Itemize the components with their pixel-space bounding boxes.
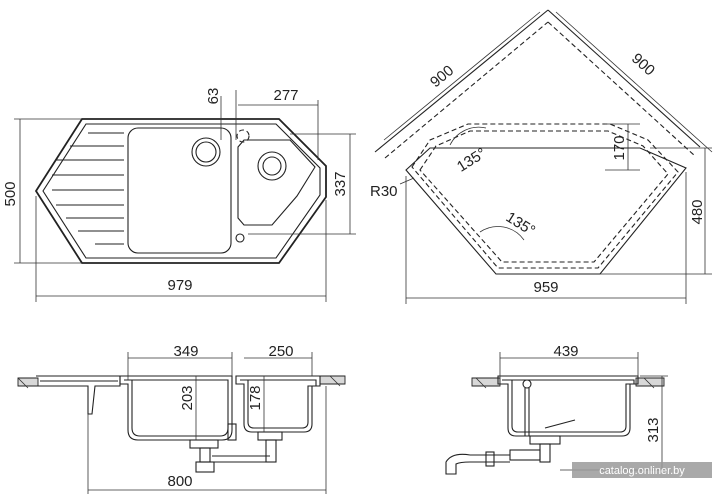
countertop-right-side	[635, 377, 665, 387]
dim-angle-135-bottom: 135°	[503, 209, 538, 240]
small-bowl	[237, 139, 316, 226]
dim-height-480: 480	[689, 199, 706, 224]
dim-big-bowl-349: 349	[173, 343, 198, 360]
drainer-ribs	[52, 132, 124, 245]
dim-offset-63: 63	[205, 88, 222, 105]
dim-depth-203: 203	[179, 385, 196, 410]
small-bowl-section	[235, 375, 321, 433]
cutout-plan-view: 900 900 135° 135° 170 R30 480 959	[370, 9, 713, 304]
countertop-left-side	[471, 377, 501, 387]
countertop-left	[17, 377, 39, 387]
dim-bowl-width-277: 277	[273, 87, 298, 104]
small-bowl-drain	[257, 151, 287, 181]
watermark-bg	[572, 462, 712, 478]
cutout-outline	[411, 123, 679, 269]
dim-total-800: 800	[167, 473, 192, 490]
dim-small-bowl-250: 250	[268, 343, 293, 360]
sink-plan-view: 500 979 63 277 337	[2, 87, 356, 302]
big-bowl	[127, 127, 232, 254]
dim-bowl-height-337: 337	[332, 171, 349, 196]
dim-width-979: 979	[167, 277, 192, 294]
big-bowl-drain	[191, 137, 221, 167]
countertop-right	[319, 375, 346, 385]
dim-radius-r30: R30	[370, 183, 398, 200]
sink-section-view: 349 250 203 178 800	[17, 343, 346, 494]
sink-inner-outline	[42, 123, 321, 259]
dim-side-900-left: 900	[427, 62, 457, 91]
sink-outer-outline	[34, 118, 327, 264]
watermark-text: catalog.onliner.by	[599, 465, 685, 477]
dim-height-313: 313	[645, 417, 662, 442]
dim-side-900-right: 900	[628, 50, 658, 79]
dim-height-500: 500	[2, 181, 19, 206]
big-bowl-section	[119, 375, 233, 441]
dim-angle-135-top: 135°	[454, 145, 489, 176]
side-bowl-section	[497, 375, 639, 437]
sink-side-section: 439 313	[445, 343, 668, 475]
dim-width-439: 439	[553, 343, 578, 360]
dim-depth-178: 178	[247, 385, 264, 410]
dim-width-959: 959	[533, 279, 558, 296]
sink-edge-outline	[405, 147, 687, 275]
overflow-hole	[235, 233, 245, 243]
dim-depth-170: 170	[611, 135, 628, 160]
